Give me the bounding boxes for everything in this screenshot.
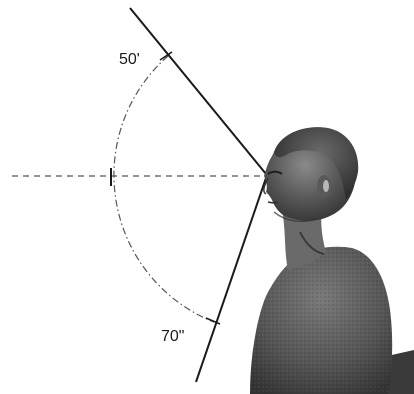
hair [274, 127, 359, 200]
mouth [267, 201, 279, 204]
upper-sight-ray [129, 7, 267, 175]
lower-sight-ray [195, 177, 267, 383]
upper-arc-tick [159, 51, 173, 61]
angle-arc [113, 55, 215, 323]
person-figure [250, 127, 414, 394]
lower-arc-tick [205, 317, 221, 325]
upper-angle-label: 50' [119, 51, 140, 68]
nose [263, 177, 269, 195]
lower-angle-label: 70" [161, 328, 184, 345]
eye [267, 170, 283, 175]
